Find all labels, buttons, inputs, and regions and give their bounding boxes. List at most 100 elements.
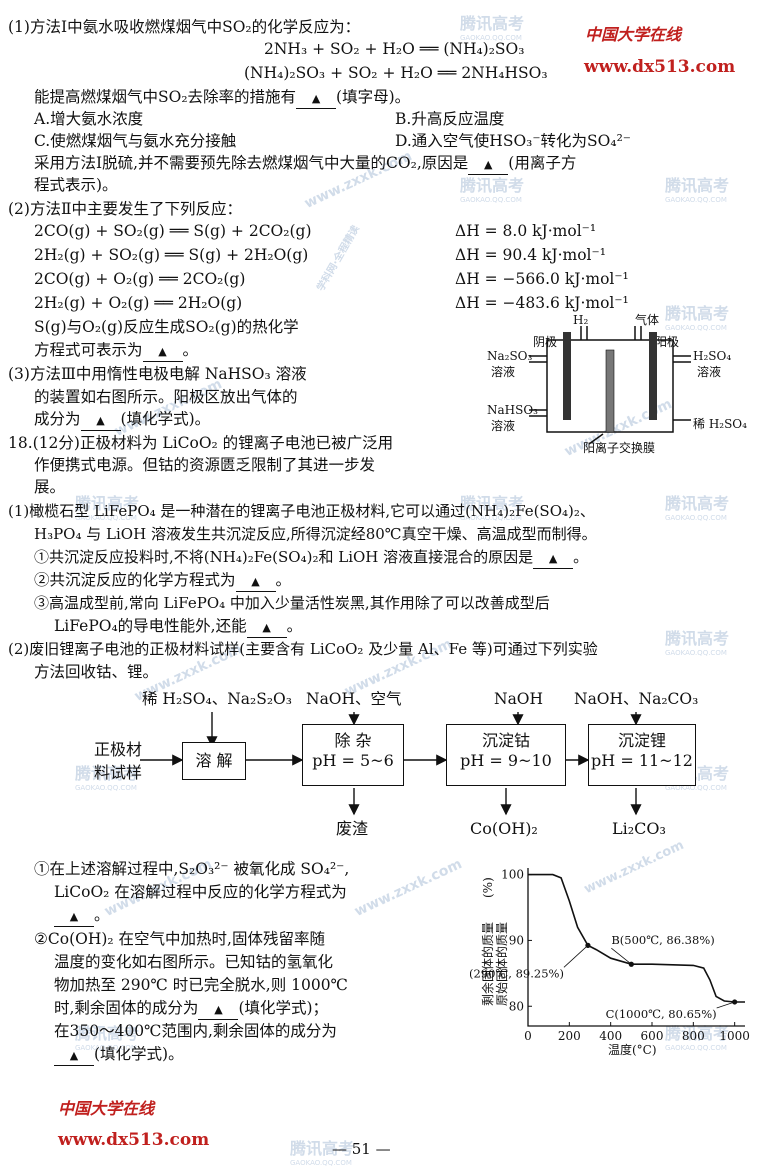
q18-head-2: 作便携式电源。但钴的资源匮乏限制了其进一步发 [34,456,376,474]
annotation-leader [611,947,632,965]
q17-h2: ΔH = 90.4 kJ·mol⁻¹ [455,246,606,264]
flow-start-2: 料试样 [94,763,143,782]
q18-p2-q1b: LiCoO₂ 在溶解过程中反应的化学方程式为 [54,883,347,901]
q18-p2-q1a: ①在上述溶解过程中,S₂O₃²⁻ 被氧化成 SO₄²⁻, [34,860,350,878]
q17-opt-b: B.升高反应温度 [395,110,505,128]
annotation-label: B(500℃, 86.38%) [611,933,714,947]
flow-box-co-ph: pH = 9~10 [460,751,552,770]
annotation-label: A(290℃, 89.25%) [470,966,564,980]
annotation-label: C(1000℃, 80.65%) [606,1007,717,1021]
q17-p3-l1: (3)方法Ⅲ中用惰性电极电解 NaHSO₃ 溶液 [8,365,307,383]
flow-reagent-3: NaOH [494,690,544,708]
cell-h2-label: H₂ [573,313,588,327]
q17-p1-co2-tail2: 程式表示)。 [34,176,118,194]
q18-p2-l1: (2)废旧锂离子电池的正极材料试样(主要含有 LiCoO₂ 及少量 Al、Fe … [8,640,598,658]
annotation-point [732,999,738,1005]
annotation-leader [716,1001,735,1009]
footer-logo: 中国大学在线 [58,1099,155,1118]
q18-p1-l2: H₃PO₄ 与 LiOH 溶液发生共沉淀反应,所得沉淀经80℃真空干燥、高温成型… [34,525,597,543]
q18-p1-q3: ③高温成型前,常向 LiFePO₄ 中加入少量活性炭黑,其作用除了可以改善成型后 [34,594,550,612]
h2so4-outlet-pipe [673,355,691,363]
q17-p1-eq1: 2NH₃ + SO₂ + H₂O ══ (NH₄)₂SO₃ [264,40,525,58]
membrane-pointer [588,433,604,445]
cell-nahso3-label: NaHSO₃ [487,403,538,417]
answer-blank[interactable]: ▲ [142,343,183,362]
flow-box-li-ph: pH = 11~12 [591,751,693,770]
x-tick-label: 800 [682,1029,705,1043]
cell-sol-label-3: 溶液 [491,418,515,433]
flow-box-li-title: 沉淀锂 [617,731,666,750]
anode-electrode [649,332,657,420]
flow-product-li: Li₂CO₃ [612,819,666,838]
flow-box-co-title: 沉淀钴 [481,731,530,750]
q17-h3: ΔH = −566.0 kJ·mol⁻¹ [455,270,629,288]
flow-product-co: Co(OH)₂ [470,819,538,838]
q17-p2-intro: (2)方法Ⅱ中主要发生了下列反应： [8,200,242,218]
q17-p2-ask2: 方程式可表示为▲。 [34,341,198,362]
q18-p2-q2e: 在350～400℃范围内,剩余固体的成分为 [54,1022,337,1040]
chart-ylabel-bottom: 原始固体的质量 [494,922,509,1006]
answer-blank[interactable]: ▲ [80,412,121,431]
header-logo: 中国大学在线 [585,25,682,44]
x-tick-label: 600 [641,1029,664,1043]
flow-box-dissolve: 溶 解 [182,742,246,780]
answer-blank[interactable]: ▲ [533,550,574,569]
nahso3-inlet-pipe [529,409,547,417]
flow-reagent-4: NaOH、Na₂CO₃ [574,690,699,708]
x-tick-label: 0 [524,1029,532,1043]
flow-start-1: 正极材 [94,740,143,759]
answer-blank[interactable]: ▲ [296,90,337,109]
cell-sol-label-2: 溶液 [697,364,721,379]
watermark-zxxk: www.zxxk.com [352,856,465,920]
q17-p1-co2: 采用方法Ⅰ脱硫,并不需要预先除去燃煤烟气中大量的CO₂,原因是▲(用离子方 [34,154,576,175]
ion-exchange-membrane [605,349,615,433]
q18-p1-l1: (1)橄榄石型 LiFePO₄ 是一种潜在的锂离子电池正极材料,它可以通过(NH… [8,502,595,520]
answer-blank[interactable]: ▲ [54,908,94,927]
answer-blank[interactable]: ▲ [54,1047,94,1066]
flow-reagent-2: NaOH、空气 [306,690,402,708]
y-tick-label: 90 [509,933,524,947]
q17-p3-l2: 的装置如右图所示。阳极区放出气体的 [34,388,298,406]
q18-p2-q2c: 物加热至 290℃ 时已完全脱水,则 1000℃ [54,976,348,994]
chart-ylabel-top: 剩余固体的质量 [480,922,495,1006]
q18-p2-q2f: ▲(填化学式)。 [54,1045,184,1066]
cell-anode-label: 阳极 [655,335,679,349]
cell-membrane-label: 阳离子交换膜 [583,440,655,455]
watermark-zxxk: 学科网·全程精读 [315,223,362,294]
chart-ylabel-unit: (%) [481,877,495,898]
flow-arrows [140,712,642,816]
q17-opt-d: D.通入空气使HSO₃⁻转化为SO₄²⁻ [395,132,631,150]
answer-blank[interactable]: ▲ [246,619,287,638]
flow-reagent-1: 稀 H₂SO₄、Na₂S₂O₃ [142,690,292,708]
q18-p2-q2d: 时,剩余固体的成分为▲(填化学式)； [54,999,328,1020]
cell-dilute-label: 稀 H₂SO₄ [693,417,747,431]
q17-p1-eq2: (NH₄)₂SO₃ + SO₂ + H₂O ══ 2NH₄HSO₃ [244,64,548,82]
answer-blank[interactable]: ▲ [235,573,276,592]
chart-xlabel: 温度(°C) [608,1042,657,1057]
answer-blank[interactable]: ▲ [468,156,509,175]
q17-opt-a: A.增大氨水浓度 [34,110,144,128]
q17-opt-c: C.使燃煤烟气与氨水充分接触 [34,132,237,150]
cell-h2so4-label: H₂SO₄ [693,349,731,363]
annotation-leader [563,945,589,968]
header-url: www.dx513.com [584,57,736,77]
y-tick-label: 100 [501,868,524,882]
answer-blank[interactable]: ▲ [198,1001,239,1020]
cell-sol-label: 溶液 [491,364,515,379]
flow-product-waste: 废渣 [336,819,369,838]
q17-r1: 2CO(g) + SO₂(g) ══ S(g) + 2CO₂(g) [34,222,312,240]
q17-p1-intro: (1)方法Ⅰ中氨水吸收燃煤烟气中SO₂的化学反应为： [8,18,361,36]
x-tick-label: 1000 [719,1029,750,1043]
cell-na2so3-label: Na₂SO₃ [487,349,533,363]
